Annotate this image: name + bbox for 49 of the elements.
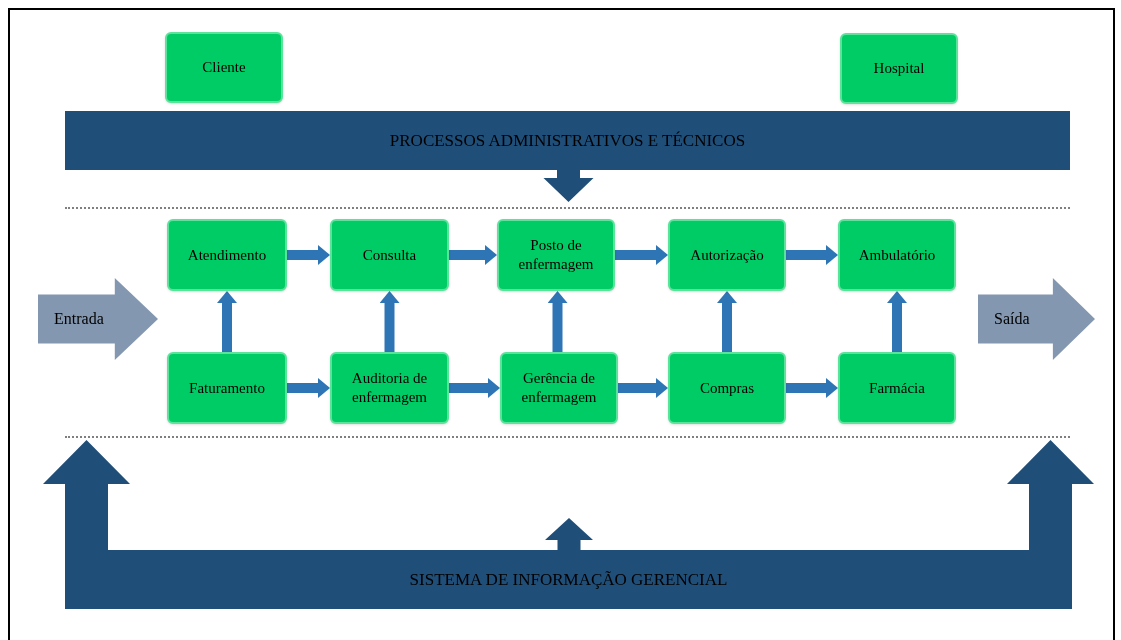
- box-label: Consulta: [362, 245, 417, 265]
- process-box: [838, 219, 956, 291]
- box-label: Entrada: [54, 309, 104, 329]
- arrow: [786, 378, 838, 398]
- arrow: [615, 245, 668, 265]
- box-label: Saída: [994, 309, 1030, 329]
- box-label: Atendimento: [187, 245, 267, 265]
- process-box: [165, 32, 283, 103]
- process-box: [497, 219, 615, 291]
- arrow: [547, 291, 568, 352]
- block-arrow: [543, 170, 594, 202]
- arrow: [379, 291, 400, 352]
- process-box: [167, 219, 287, 291]
- box-label: Compras: [699, 378, 755, 398]
- system-band: [65, 550, 1072, 609]
- box-label: Cliente: [202, 58, 246, 77]
- process-band: [65, 111, 1070, 170]
- box-label: Farmácia: [869, 378, 925, 398]
- block-arrow: [545, 518, 593, 550]
- process-box: [330, 352, 449, 424]
- process-box: [668, 219, 786, 291]
- arrow: [449, 378, 500, 398]
- arrow: [287, 378, 330, 398]
- box-label: Posto de enfermagem: [517, 236, 595, 274]
- arrow: [449, 245, 497, 265]
- process-box: [840, 33, 958, 104]
- arrow: [217, 291, 237, 352]
- arrow: [887, 291, 907, 352]
- block-arrow: [1007, 440, 1094, 550]
- box-label: Autorização: [690, 245, 764, 265]
- process-box: [330, 219, 449, 291]
- output-arrow: [978, 278, 1095, 360]
- box-label: Faturamento: [189, 378, 265, 398]
- process-box: [668, 352, 786, 424]
- box-label: PROCESSOS ADMINISTRATIVOS E TÉCNICOS: [389, 129, 746, 152]
- arrow: [717, 291, 737, 352]
- box-label: SISTEMA DE INFORMAÇÃO GERENCIAL: [409, 568, 728, 591]
- block-arrow: [43, 440, 130, 550]
- box-label: Ambulatório: [858, 245, 936, 265]
- process-box: [500, 352, 618, 424]
- process-box: [167, 352, 287, 424]
- input-arrow: [38, 278, 158, 360]
- process-box: [838, 352, 956, 424]
- arrow: [287, 245, 330, 265]
- arrow: [618, 378, 668, 398]
- box-label: Hospital: [873, 59, 925, 78]
- box-label: Gerência de enfermagem: [520, 369, 598, 407]
- box-label: Auditoria de enfermagem: [350, 369, 429, 407]
- arrow: [786, 245, 838, 265]
